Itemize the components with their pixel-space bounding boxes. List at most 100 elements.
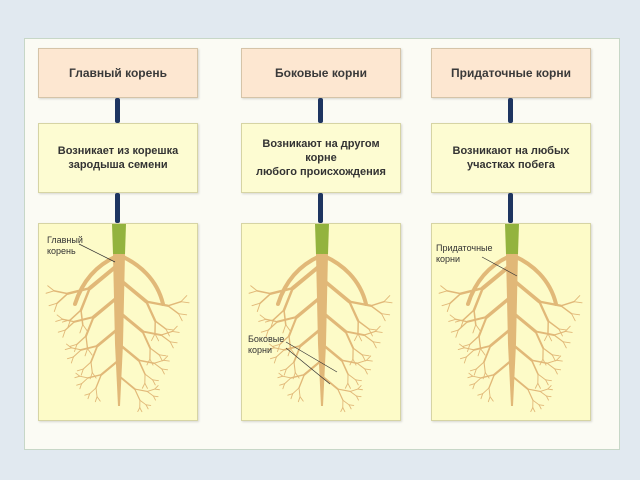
root-branch bbox=[344, 330, 355, 350]
root-branch bbox=[493, 358, 514, 376]
root-branch bbox=[74, 343, 78, 352]
root-branch bbox=[79, 375, 89, 379]
root-branch bbox=[290, 262, 324, 291]
root-branch bbox=[144, 382, 148, 389]
root-branch bbox=[144, 373, 154, 381]
connector bbox=[318, 98, 323, 123]
root-branch bbox=[290, 393, 294, 400]
root-branch bbox=[337, 388, 344, 401]
root-branch bbox=[320, 342, 343, 362]
root-branch bbox=[95, 373, 102, 389]
connector bbox=[508, 98, 513, 123]
root-branch bbox=[484, 294, 514, 319]
adventitious-roots-description: Возникают на любых участках побега bbox=[431, 123, 591, 193]
root-branch bbox=[457, 347, 465, 351]
main-root-title: Главный корень bbox=[38, 48, 198, 98]
root-branch bbox=[542, 347, 553, 356]
root-branch bbox=[94, 396, 98, 403]
root-branch bbox=[545, 395, 549, 401]
root-branch bbox=[562, 341, 567, 349]
description-line: Возникает из корешка bbox=[57, 145, 179, 157]
root-branch bbox=[354, 333, 359, 342]
root-branch bbox=[573, 301, 583, 304]
connector bbox=[115, 193, 120, 223]
root-branch bbox=[73, 315, 95, 323]
root-branch bbox=[467, 343, 471, 352]
root-branch bbox=[564, 331, 573, 333]
root-branch bbox=[258, 318, 267, 322]
root-branch bbox=[457, 321, 468, 331]
root-branch bbox=[450, 329, 459, 333]
root-branch bbox=[348, 300, 360, 323]
root-branch bbox=[368, 328, 378, 331]
root-branch bbox=[248, 290, 258, 294]
root-branch bbox=[573, 295, 581, 303]
root-branch bbox=[532, 407, 536, 413]
root-branch bbox=[538, 404, 545, 406]
main-root-illustration: Главный корень bbox=[38, 223, 198, 421]
root-branch bbox=[370, 305, 383, 315]
root-branch bbox=[455, 329, 459, 338]
root-branch bbox=[117, 310, 145, 333]
adventitious-roots-label: Придаточные корни bbox=[436, 243, 493, 265]
root-branch bbox=[145, 300, 157, 323]
root-branch bbox=[322, 254, 368, 306]
root-branch bbox=[171, 325, 178, 332]
label-pointer bbox=[78, 243, 116, 263]
root-branch bbox=[545, 379, 549, 386]
root-branch bbox=[259, 292, 272, 304]
root-branch bbox=[480, 393, 484, 400]
label-line: Боковые bbox=[248, 334, 285, 344]
root-branch bbox=[381, 313, 391, 316]
root-branch bbox=[480, 348, 486, 356]
root-branch bbox=[64, 321, 75, 331]
root-branch bbox=[141, 330, 163, 336]
root-branch bbox=[374, 325, 381, 332]
root-branch bbox=[72, 349, 82, 358]
root-branch bbox=[96, 326, 121, 348]
root-branch bbox=[440, 285, 448, 292]
stem-top bbox=[112, 224, 126, 254]
root-branch bbox=[372, 341, 377, 349]
root-branch bbox=[342, 399, 350, 406]
root-branch bbox=[321, 375, 339, 391]
root-branch bbox=[320, 277, 352, 304]
root-branch bbox=[141, 382, 146, 389]
root-branch bbox=[66, 343, 72, 349]
root-branch bbox=[56, 314, 64, 320]
root-branch bbox=[534, 330, 545, 350]
root-branch bbox=[171, 331, 180, 333]
root-branch bbox=[90, 344, 99, 363]
root-branch bbox=[283, 368, 287, 376]
root-branch bbox=[349, 391, 357, 397]
root-branch bbox=[139, 407, 143, 413]
root-branch bbox=[178, 313, 188, 316]
root-branch bbox=[356, 362, 366, 370]
root-branch bbox=[279, 383, 286, 386]
root-branch bbox=[277, 375, 284, 379]
root-branch bbox=[527, 388, 541, 393]
root-branch bbox=[349, 388, 359, 392]
root-branch bbox=[537, 382, 541, 389]
root-branch bbox=[145, 404, 149, 410]
root-branch bbox=[294, 372, 300, 379]
root-branch bbox=[480, 262, 514, 291]
root-branch bbox=[180, 301, 190, 304]
root-branch bbox=[80, 344, 99, 351]
root-branch bbox=[488, 373, 495, 389]
root-branch bbox=[145, 404, 152, 406]
root-branch bbox=[337, 388, 351, 393]
root-branch bbox=[284, 377, 292, 385]
label-pointer bbox=[481, 256, 518, 277]
root-branch bbox=[488, 387, 491, 398]
root-branch bbox=[82, 361, 92, 370]
label-line: корни bbox=[436, 254, 461, 264]
root-branch bbox=[137, 359, 146, 375]
root-branch bbox=[256, 302, 261, 312]
root-branch bbox=[62, 329, 66, 338]
root-branch bbox=[477, 348, 481, 357]
root-branch bbox=[285, 361, 295, 370]
root-branch bbox=[294, 294, 324, 319]
root-branch bbox=[276, 254, 322, 306]
root-branch bbox=[269, 356, 277, 360]
